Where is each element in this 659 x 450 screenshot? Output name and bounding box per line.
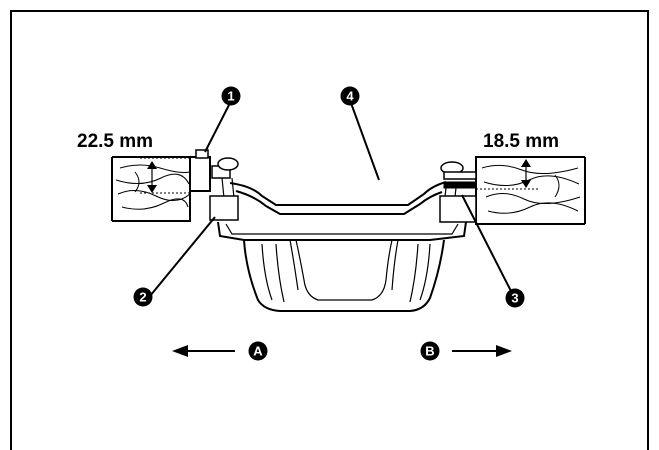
svg-text:A: A xyxy=(253,344,263,359)
left-cushion-bracket xyxy=(189,149,239,221)
leader-lines xyxy=(149,102,515,298)
left-dimension-indicator xyxy=(140,157,190,194)
svg-text:B: B xyxy=(425,344,434,359)
right-dimension-label: 18.5 mm xyxy=(483,131,559,152)
svg-text:3: 3 xyxy=(511,291,518,306)
callout-1: 1 xyxy=(221,86,241,106)
oil-pan xyxy=(217,181,467,312)
right-dimension-indicator xyxy=(476,159,540,190)
left-dimension-label: 22.5 mm xyxy=(77,131,153,152)
direction-arrow-b: B xyxy=(420,341,512,361)
svg-text:2: 2 xyxy=(139,290,146,305)
callout-2: 2 xyxy=(133,287,153,307)
callout-3: 3 xyxy=(505,288,525,308)
callout-4: 4 xyxy=(340,86,360,106)
svg-text:4: 4 xyxy=(346,89,354,104)
direction-arrow-a: A xyxy=(172,341,268,361)
figure-frame xyxy=(10,10,649,450)
right-table-board xyxy=(475,156,586,225)
svg-text:1: 1 xyxy=(227,89,234,104)
